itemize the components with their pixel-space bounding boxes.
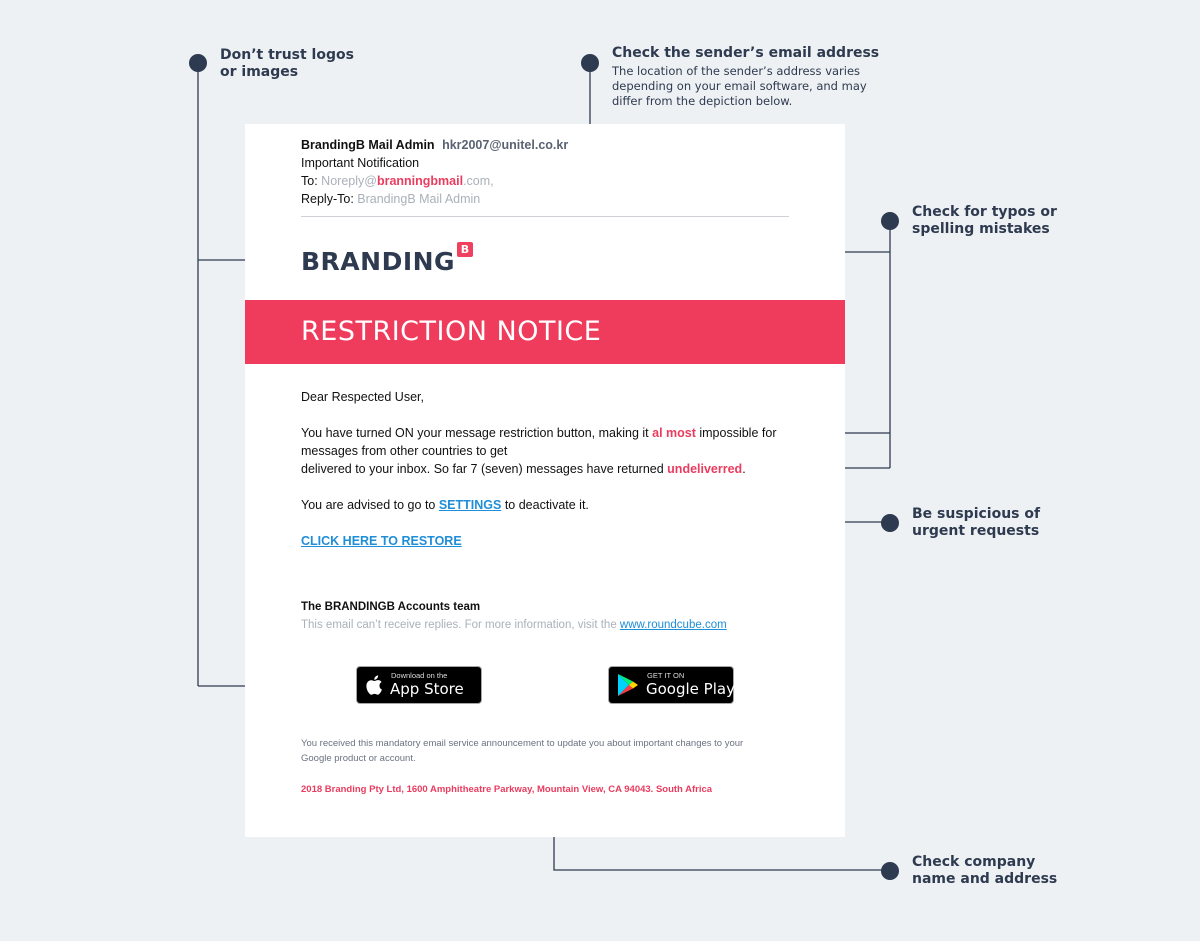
reply-to-value: BrandingB Mail Admin [357,192,481,206]
company-address: 2018 Branding Pty Ltd, 1600 Amphitheatre… [301,784,713,795]
logo-wordmark: BRANDING [301,247,456,276]
restore-link[interactable]: CLICK HERE TO RESTORE [301,534,462,548]
callout-dot [881,862,899,880]
settings-link[interactable]: SETTINGS [438,498,502,512]
para-text: delivered to your inbox. So far 7 (seven… [301,462,668,476]
apple-icon [366,675,382,695]
header-divider [301,216,789,217]
sender-name: BrandingB Mail Admin [301,138,435,152]
para-text: . [742,462,746,476]
noreply-text: This email can’t receive replies. For mo… [301,619,620,631]
para-text: You have turned ON your message restrict… [301,426,653,440]
to-line: To: Noreply@branningbmail.com, [301,172,789,190]
subject-line: Important Notification [301,156,420,170]
callout-title: Check for typos or spelling mistakes [912,204,1057,237]
noreply-note: This email can’t receive replies. For mo… [301,616,727,634]
app-store-label: App Store [390,680,464,698]
banner-title: RESTRICTION NOTICE [301,316,602,347]
to-label: To: [301,174,318,188]
settings-paragraph: You are advised to go to SETTINGS to dea… [301,496,589,514]
restriction-banner: RESTRICTION NOTICE [245,300,845,364]
team-signature: The BRANDINGB Accounts team [301,601,481,613]
callout-title: Check the sender’s email address [612,45,880,61]
fine-print-line: You received this mandatory email servic… [301,738,744,749]
callout-title: Don’t trust logos or images [220,47,354,80]
fine-print-line: Google product or account. [301,753,416,764]
phishing-email: BrandingB Mail Admin hkr2007@unitel.co.k… [245,124,845,837]
para-text: You are advised to go to [301,498,439,512]
undeliverred-typo: undeliverred [667,462,743,476]
reply-to-line: Reply-To: BrandingB Mail Admin [301,190,789,208]
google-play-button[interactable]: GET IT ON Google Play [608,666,735,704]
google-play-small-label: GET IT ON [647,671,685,680]
callout-dot [189,54,207,72]
email-header: BrandingB Mail Admin hkr2007@unitel.co.k… [301,136,789,208]
logo-badge-icon: B [457,242,473,257]
para-text: impossible for [695,426,777,440]
app-store-button[interactable]: Download on the App Store [356,666,482,704]
greeting: Dear Respected User, [301,390,424,404]
reply-to-label: Reply-To: [301,192,354,206]
callout-description: The location of the sender’s address var… [612,64,867,108]
branding-logo: BRANDING B [301,242,473,282]
roundcube-link[interactable]: www.roundcube.com [619,619,727,631]
warning-paragraph: You have turned ON your message restrict… [301,424,791,478]
para-text: messages from other countries to get [301,444,508,458]
callout-dot [581,54,599,72]
callout-dot [881,514,899,532]
sender-line: BrandingB Mail Admin hkr2007@unitel.co.k… [301,136,789,154]
callout-title: Be suspicious of urgent requests [912,506,1041,539]
almost-typo: al most [652,426,696,440]
google-play-icon [618,674,638,696]
fine-print: You received this mandatory email servic… [301,736,791,766]
callout-title: Check company name and address [912,854,1058,887]
to-user: Noreply@ [321,174,377,188]
para-text: to deactivate it. [501,498,589,512]
callout-dot [881,212,899,230]
to-tld: .com, [463,174,494,188]
to-domain-typo: branningbmail [376,174,464,188]
google-play-label: Google Play [646,680,735,698]
sender-email: hkr2007@unitel.co.kr [442,138,569,152]
app-store-small-label: Download on the [391,671,448,680]
